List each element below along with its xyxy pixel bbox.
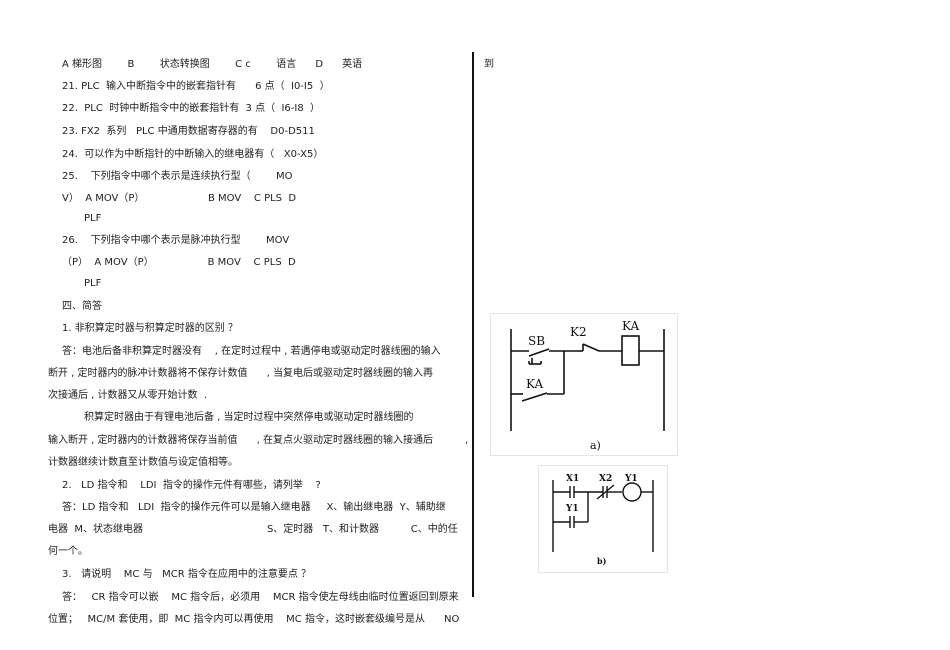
- text-line: 3. 请说明 MC 与 MCR 指令在应用中的注意要点 ？: [62, 569, 312, 580]
- text-line: 输入断开 , 定时器内的计数器将保存当前值 , 在复点火驱动定时器线圈的输入接通…: [48, 435, 433, 446]
- text-line: 24. 可以作为中断指针的中断输入的继电器有（ X0-X5）: [62, 149, 324, 160]
- label-k2: K2: [570, 325, 587, 339]
- text-line: （P） A MOV（P） B MOV C PLS D: [62, 257, 296, 268]
- text-line: 2. LD 指令和 LDI 指令的操作元件有哪些，请列举 ?: [62, 480, 321, 491]
- text-line: 答：电池后备非积算定时器没有 , 在定时过程中 , 若遇停电或驱动定时器线圈的输…: [62, 346, 441, 357]
- text-line: 计数器继续计数直至计数值与设定值相等。: [48, 457, 238, 468]
- text-line: 25. 下列指令中哪个表示是连续执行型（ MO: [62, 171, 293, 182]
- text-line: PLF: [84, 278, 102, 289]
- text-line: 26. 下列指令中哪个表示是脉冲执行型 MOV: [62, 235, 290, 246]
- caption-a: a): [590, 439, 601, 452]
- text-line: 1. 非积算定时器与积算定时器的区别 ？: [62, 323, 238, 334]
- label-ka-coil: KA: [622, 319, 639, 333]
- label-y1-coil: Y1: [624, 474, 638, 484]
- text-line: ,: [465, 435, 469, 446]
- text-line: 四、简答: [62, 301, 102, 312]
- text-line: 次接通后 , 计数器又从零开始计数 .: [48, 390, 208, 401]
- text-line: 答： CR 指令可以嵌 MC 指令后，必须用 MCR 指令使左母线由临时位置返回…: [62, 592, 459, 603]
- ladder-diagram-b: X1 X2 Y1 Y1 b): [538, 465, 668, 573]
- text-line: PLF: [84, 213, 102, 224]
- text-line: 断开 , 定时器内的脉冲计数器将不保存计数值 , 当复电后或驱动定时器线圈的输入…: [48, 368, 433, 379]
- text-line: 22. PLC 时钟中断指令中的嵌套指针有 3 点（ I6-I8 ）: [62, 103, 321, 114]
- label-x2: X2: [599, 474, 612, 484]
- label-y1-contact: Y1: [565, 504, 579, 514]
- column-divider: [472, 52, 474, 597]
- ladder-diagram-a: SB K2 KA KA a): [490, 313, 678, 456]
- text-line: A 梯形图 B 状态转换图 C c 语言 D 英语: [62, 59, 363, 70]
- text-line: V） A MOV（P） B MOV C PLS D: [62, 193, 297, 204]
- label-sb: SB: [528, 334, 545, 348]
- label-ka-contact: KA: [526, 377, 543, 391]
- text-line: 到: [484, 59, 494, 70]
- text-line: 电器 M、状态继电器 S、定时器 T、和计数器 C、中的任: [48, 524, 458, 535]
- caption-b: b): [597, 556, 607, 566]
- label-x1: X1: [566, 474, 579, 484]
- text-line: 21. PLC 输入中断指令中的嵌套指针有 6 点（ I0-I5 ）: [62, 81, 330, 92]
- text-line: 位置； MC/M 套使用，即 MC 指令内可以再使用 MC 指令，这时嵌套级编号…: [48, 614, 460, 625]
- text-line: 积算定时器由于有锂电池后备 , 当定时过程中突然停电或驱动定时器线圈的: [84, 412, 414, 423]
- text-line: 何一个。: [48, 546, 88, 557]
- text-line: 答：LD 指令和 LDI 指令的操作元件可以是输入继电器 X、输出继电器 Y、辅…: [62, 502, 446, 513]
- text-line: 23. FX2 系列 PLC 中通用数据寄存器的有 D0-D511: [62, 126, 315, 137]
